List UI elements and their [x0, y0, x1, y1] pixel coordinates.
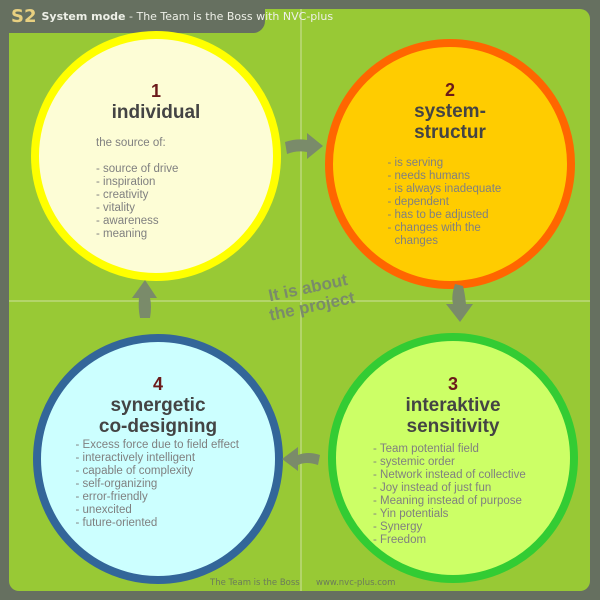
list-item-continuation: changes [394, 235, 438, 247]
circle-intro: the source of: [96, 137, 166, 149]
circle-synergetic-co-designing: 4 synergetic co-designing - Excess force… [33, 334, 283, 584]
list-item: - systemic order [373, 456, 455, 468]
list-item: - unexcited [75, 504, 132, 516]
arrow-left-icon [282, 447, 320, 471]
list-item: - Synergy [373, 521, 423, 533]
arrow-down-icon [446, 284, 473, 322]
list-item: - is serving [387, 157, 444, 169]
circle-list: - Team potential field - systemic order … [373, 443, 533, 547]
list-item: - self-organizing [75, 478, 158, 490]
list-item: - interactively intelligent [75, 452, 196, 464]
circle-individual: 1 individual the source of: - source of … [31, 31, 281, 281]
header-mode: System mode [41, 10, 126, 23]
list-item: - creativity [96, 189, 149, 201]
circle-interactive-sensitivity: 3 interaktive sensitivity - Team potenti… [328, 333, 578, 583]
list-item: - Excess force due to field effect [75, 439, 239, 451]
list-item: - vitality [96, 202, 135, 214]
circle-title: individual [111, 102, 201, 123]
list-item: - Yin potentials [373, 508, 449, 520]
circle-number: 2 [444, 80, 455, 100]
circle-number: 1 [150, 81, 161, 101]
list-item: - Joy instead of just fun [373, 482, 492, 494]
list-item: - Meaning instead of purpose [373, 495, 522, 507]
list-item: - capable of complexity [75, 465, 194, 477]
list-item: - has to be adjusted [387, 209, 489, 221]
circle-list: the source of: - source of drive - inspi… [96, 137, 216, 241]
list-item: - source of drive [96, 163, 179, 175]
list-item: - Freedom [373, 534, 427, 546]
arrow-up-icon [132, 280, 157, 318]
list-item: - future-oriented [75, 517, 158, 529]
list-item: - meaning [96, 228, 148, 240]
circle-title-line: structur [414, 122, 486, 143]
header-subtitle: - The Team is the Boss with NVC-plus [125, 10, 334, 23]
arrow-right-icon [285, 133, 323, 159]
list-item: - Team potential field [373, 443, 479, 455]
list-item: - awareness [96, 215, 159, 227]
circle-number: 4 [152, 374, 163, 394]
list-item: - Network instead of collective [373, 469, 526, 481]
circle-title-line: sensitivity [406, 416, 500, 437]
header-code: S2 [11, 6, 37, 27]
circle-list: - is serving - needs humans - is always … [388, 157, 513, 248]
footer-website-link[interactable]: www.nvc-plus.com [316, 578, 396, 588]
circle-system-structure: 2 system- structur - is serving - needs … [325, 39, 575, 289]
circle-number: 3 [447, 374, 458, 394]
circle-title-line: interaktive [405, 395, 501, 416]
circle-title-line: co-designing [98, 416, 218, 437]
circle-title-line: synergetic [110, 395, 206, 416]
list-item: - error-friendly [75, 491, 148, 503]
list-item: - changes with the [387, 222, 481, 234]
list-item: - inspiration [96, 176, 156, 188]
header-tab: S2 System mode - The Team is the Boss wi… [0, 0, 333, 33]
horizontal-divider [9, 300, 590, 302]
circle-list: - Excess force due to field effect - int… [76, 439, 241, 530]
list-item: - needs humans [387, 170, 470, 182]
list-item: - is always inadequate [387, 183, 502, 195]
footer-title: The Team is the Boss [210, 578, 300, 588]
circle-title-line: system- [414, 101, 486, 122]
list-item: - dependent [387, 196, 449, 208]
